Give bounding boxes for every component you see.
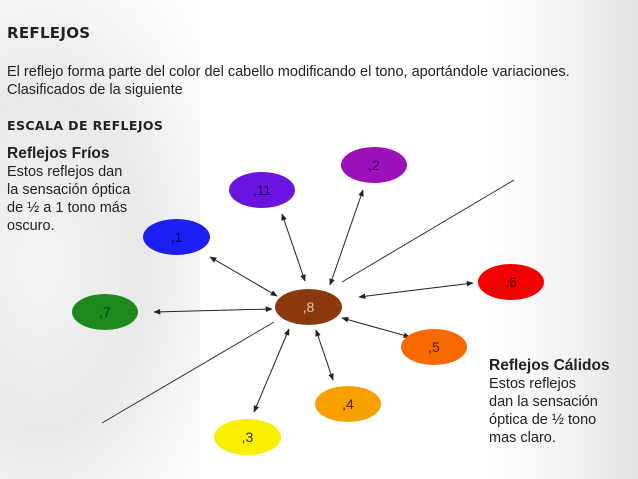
- arrow-to-11: [282, 214, 305, 281]
- divider-line-upper: [342, 180, 514, 282]
- arrow-to-3: [254, 329, 289, 412]
- arrow-to-5: [342, 318, 410, 337]
- reflex-node-2: ,2: [341, 147, 407, 183]
- node-label: ,2: [368, 157, 380, 173]
- reflex-node-6: ,6: [478, 264, 544, 300]
- arrow-to-6: [359, 283, 473, 297]
- node-label: ,11: [253, 182, 271, 198]
- reflex-node-8-center: ,8: [275, 289, 342, 325]
- arrow-to-1: [210, 257, 277, 296]
- node-label: ,7: [99, 304, 111, 320]
- node-label: ,1: [171, 229, 183, 245]
- reflex-node-7: ,7: [72, 294, 138, 330]
- node-label: ,3: [242, 429, 254, 445]
- arrow-to-4: [316, 330, 333, 380]
- node-label: ,4: [342, 396, 354, 412]
- reflex-node-4: ,4: [315, 386, 381, 422]
- divider-line-lower: [102, 322, 274, 423]
- node-label: ,8: [303, 299, 315, 315]
- reflex-node-3: ,3: [214, 419, 281, 455]
- node-label: ,5: [428, 339, 440, 355]
- reflex-node-11: ,11: [229, 172, 295, 208]
- reflex-node-5: ,5: [401, 329, 467, 365]
- arrow-to-2: [330, 190, 363, 285]
- node-label: ,6: [505, 274, 517, 290]
- reflex-node-1: ,1: [143, 219, 210, 255]
- arrow-to-7: [154, 309, 272, 312]
